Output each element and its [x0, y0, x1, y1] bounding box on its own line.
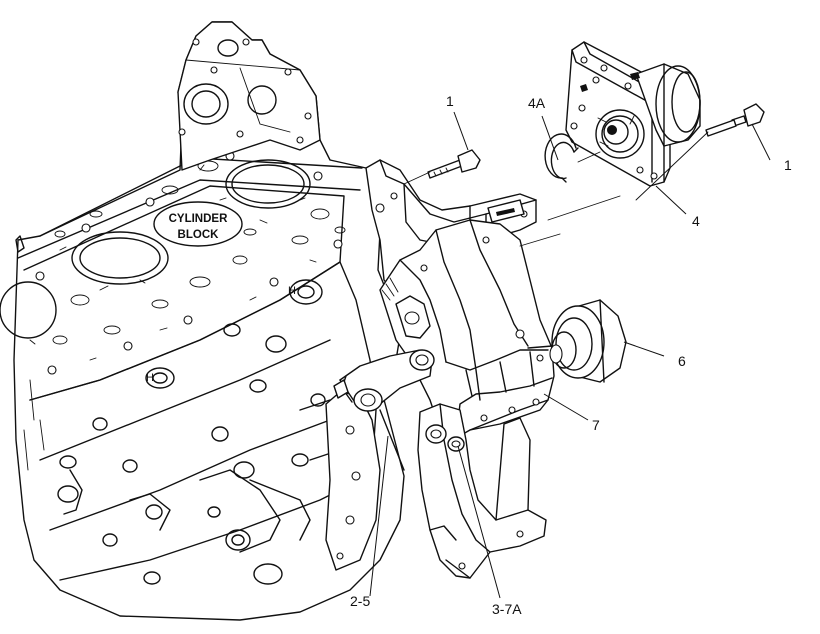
callout-lower-bracket: 3-7A [492, 601, 522, 617]
block-label-line1: CYLINDER [169, 213, 228, 225]
block-label-line2: BLOCK [178, 229, 220, 241]
callout-bolt-right: 1 [784, 157, 792, 173]
svg-text:H: H [288, 285, 296, 297]
callout-bracket: 7 [592, 417, 600, 433]
lower-bracket [418, 404, 546, 578]
idler-pulley [528, 300, 626, 382]
callout-lower-arm: 2-5 [350, 593, 370, 609]
assembly-lines [404, 132, 708, 246]
callout-idler-pulley: 6 [678, 353, 686, 369]
block-label-plate [154, 202, 242, 246]
bolt-left [428, 150, 480, 178]
bolt-right [706, 104, 764, 136]
block-mark-h-upper: H [288, 285, 296, 297]
callout-bolt-left: 1 [446, 93, 454, 109]
block-mark-h-lower: H [146, 372, 154, 384]
svg-text:H: H [146, 372, 154, 384]
snap-ring [545, 134, 578, 182]
leader-lines [370, 112, 770, 598]
callout-snap-ring: 4A [528, 95, 546, 111]
main-cast-bracket [380, 220, 554, 438]
cylinder-block: H H CYLINDER BLOCK [0, 22, 404, 620]
callout-drive-housing: 4 [692, 213, 700, 229]
drive-housing [566, 42, 700, 186]
lower-arm [334, 350, 434, 470]
